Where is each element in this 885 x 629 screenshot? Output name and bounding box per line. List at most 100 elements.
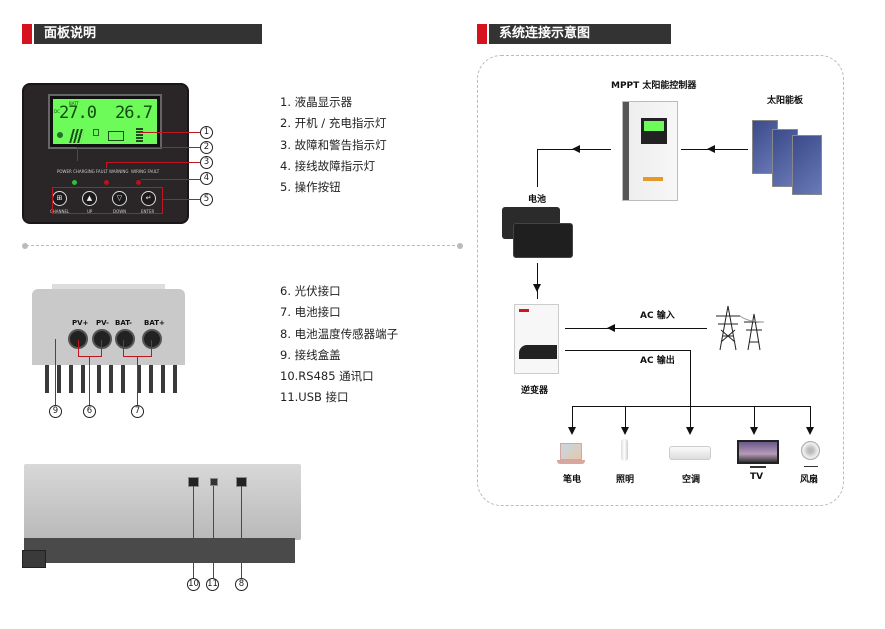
arrow-left-icon <box>707 145 715 153</box>
arrow-down-icon <box>750 427 758 435</box>
enter-icon: ↵ <box>145 194 152 202</box>
wiring-fault-label: WIRING FAULT <box>131 169 160 174</box>
list-item: 1. 液晶显示器 <box>280 95 353 109</box>
callout-1: 1 <box>200 126 213 139</box>
load-label-laptop: 笔电 <box>563 475 582 485</box>
inverter-icon <box>108 131 124 141</box>
heatsink-fin <box>97 365 101 393</box>
arrow-down-icon <box>621 427 629 435</box>
list-item: 9. 接线盒盖 <box>280 347 341 362</box>
channel-button-label: CHANNEL <box>50 209 70 214</box>
callout-8: 8 <box>235 578 248 591</box>
fan-icon <box>801 441 820 460</box>
callout-line-11 <box>213 486 214 578</box>
diagram-section-header: 系统连接示意图 <box>477 24 671 44</box>
up-button[interactable]: ▲ <box>82 191 97 206</box>
tv-icon <box>737 440 779 464</box>
load-label-tv: TV <box>750 472 764 482</box>
bat-minus-port <box>115 329 135 349</box>
grid-icon: ⊞ <box>56 194 63 202</box>
heatsink-fin <box>81 365 85 393</box>
section-divider <box>26 245 460 246</box>
callout-line-3 <box>106 162 200 163</box>
sun-icon <box>57 132 63 138</box>
diagram-section-title: 系统连接示意图 <box>489 24 671 44</box>
inverter-output-line <box>565 350 691 351</box>
controller-screen <box>641 118 667 144</box>
bottom-view-image <box>24 464 301 540</box>
tv-stand <box>750 466 766 468</box>
list-item: 8. 电池温度传感器端子 <box>280 326 399 341</box>
ac-input-label: AC 输入 <box>640 311 675 321</box>
laptop-icon <box>560 443 582 460</box>
load-label-ac: 空调 <box>682 475 701 485</box>
battery-label: 电池 <box>528 195 547 205</box>
callout-line-10 <box>193 486 194 578</box>
panel-section-header: 面板说明 <box>22 24 262 44</box>
battery-to-inverter-line <box>537 263 538 299</box>
callout-line-2-v <box>77 147 78 161</box>
pv-plus-label: PV+ <box>72 319 89 327</box>
callout-11: 11 <box>206 578 219 591</box>
lcd-right-value: 26.7 <box>115 103 153 123</box>
usb-port <box>210 478 218 486</box>
callout-9: 9 <box>49 405 62 418</box>
list-item: 5. 操作按钮 <box>280 180 341 195</box>
controller-label: MPPT 太阳能控制器 <box>611 81 697 91</box>
callout-6: 6 <box>83 405 96 418</box>
callout-line-7a <box>123 340 124 357</box>
callout-line-6b <box>101 340 102 357</box>
front-panel-image: BATT DC 27.0 26.7 POWER CHARGING FAULT W… <box>22 83 189 224</box>
side-view-image: PV+ PV- BAT- BAT+ <box>32 289 185 365</box>
heatsink-fin <box>57 365 61 393</box>
mounting-bracket <box>22 550 46 568</box>
callout-7: 7 <box>131 405 144 418</box>
arrow-down-icon <box>568 427 576 435</box>
callout-5: 5 <box>200 193 213 206</box>
air-conditioner-icon <box>669 446 711 460</box>
lcd-display: BATT DC 27.0 26.7 <box>48 94 162 149</box>
diagram-frame <box>477 55 844 506</box>
controller-to-battery-line-v <box>537 149 538 187</box>
callout-line-2 <box>77 147 200 148</box>
load-drop-line <box>690 406 691 428</box>
mppt-logo <box>643 177 663 181</box>
callout-line-7v <box>137 356 138 405</box>
power-charging-label: POWER CHARGING <box>57 169 95 174</box>
power-grid-icon <box>716 305 765 351</box>
lcd-dc-label: DC <box>54 109 60 114</box>
callout-line-7b <box>151 340 152 357</box>
heatsink-fin <box>149 365 153 393</box>
list-item: 4. 接线故障指示灯 <box>280 158 376 173</box>
up-triangle-icon: ▲ <box>86 194 93 202</box>
callout-4: 4 <box>200 172 213 185</box>
fan-base <box>804 466 818 467</box>
port-items-list: 6. 光伏接口 7. 电池接口 8. 电池温度传感器端子 9. 接线盒盖 10.… <box>280 281 398 409</box>
pv-minus-port <box>92 329 112 349</box>
down-button[interactable]: ▽ <box>112 191 127 206</box>
list-item: 2. 开机 / 充电指示灯 <box>280 116 387 131</box>
header-accent-bar <box>477 24 487 44</box>
callout-line-6a <box>78 340 79 357</box>
load-drop-line <box>754 406 755 428</box>
separator-dot-right <box>457 243 463 249</box>
load-drop-line <box>810 406 811 428</box>
fault-warning-label: FAULT WARNING <box>96 169 129 174</box>
callout-2: 2 <box>200 141 213 154</box>
heatsink-fin <box>109 365 113 393</box>
ac-output-line-v <box>690 350 691 406</box>
list-item: 6. 光伏接口 <box>280 284 341 298</box>
load-label-fan: 风扇 <box>800 475 819 485</box>
callout-line-8 <box>241 486 242 578</box>
callout-3: 3 <box>200 156 213 169</box>
callout-line-9 <box>55 339 56 405</box>
separator-dot-left <box>22 243 28 249</box>
callout-line-4 <box>141 179 200 180</box>
list-item: 10.RS485 通讯口 <box>280 369 374 384</box>
pv-minus-label: PV- <box>96 319 109 327</box>
callout-10: 10 <box>187 578 200 591</box>
header-accent-bar <box>22 24 32 44</box>
load-bus-line <box>572 406 811 407</box>
solar-label: 太阳能板 <box>767 96 804 106</box>
enter-button[interactable]: ↵ <box>141 191 156 206</box>
